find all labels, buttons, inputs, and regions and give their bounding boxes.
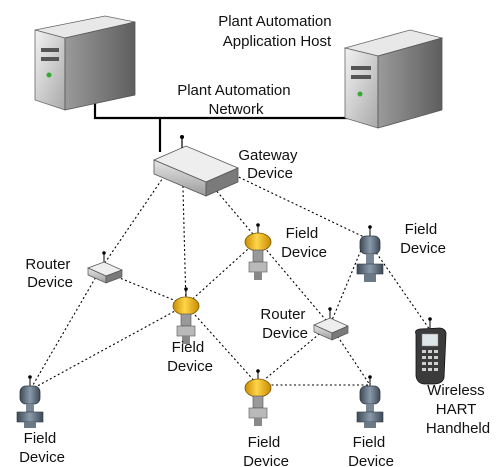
field-bottom-right-label: Field Device	[348, 434, 394, 467]
field-device-yellow-icon	[244, 223, 272, 280]
network-label: Plant Automation Network	[177, 82, 295, 118]
gateway-device-icon	[152, 135, 240, 197]
field-device-yellow-icon	[244, 369, 272, 426]
gateway-label: Gateway Device	[238, 147, 301, 182]
field-bottom-left-label: Field Device	[19, 430, 65, 466]
field-device-gray-icon	[16, 375, 44, 428]
host-label: Plant Automation Application Host	[218, 13, 336, 50]
field-bottom-center-label: Field Device	[243, 434, 289, 467]
router-mid-label: Router Device	[260, 306, 309, 342]
server-left-icon	[34, 15, 136, 111]
field-center-top-label: Field Device	[281, 225, 327, 261]
field-device-gray-icon	[356, 375, 384, 428]
server-right-icon	[343, 29, 444, 129]
field-middle-label: Field Device	[167, 339, 213, 375]
handheld-label: Wireless HART Handheld	[426, 382, 490, 437]
field-right-top-label: Field Device	[400, 221, 446, 257]
handheld-device-icon	[415, 317, 447, 385]
router-left-icon	[87, 251, 123, 284]
field-device-yellow-icon	[172, 287, 200, 344]
router-left-label: Router Device	[25, 256, 74, 291]
field-device-gray-icon	[356, 225, 384, 282]
router-mid-icon	[313, 307, 349, 341]
